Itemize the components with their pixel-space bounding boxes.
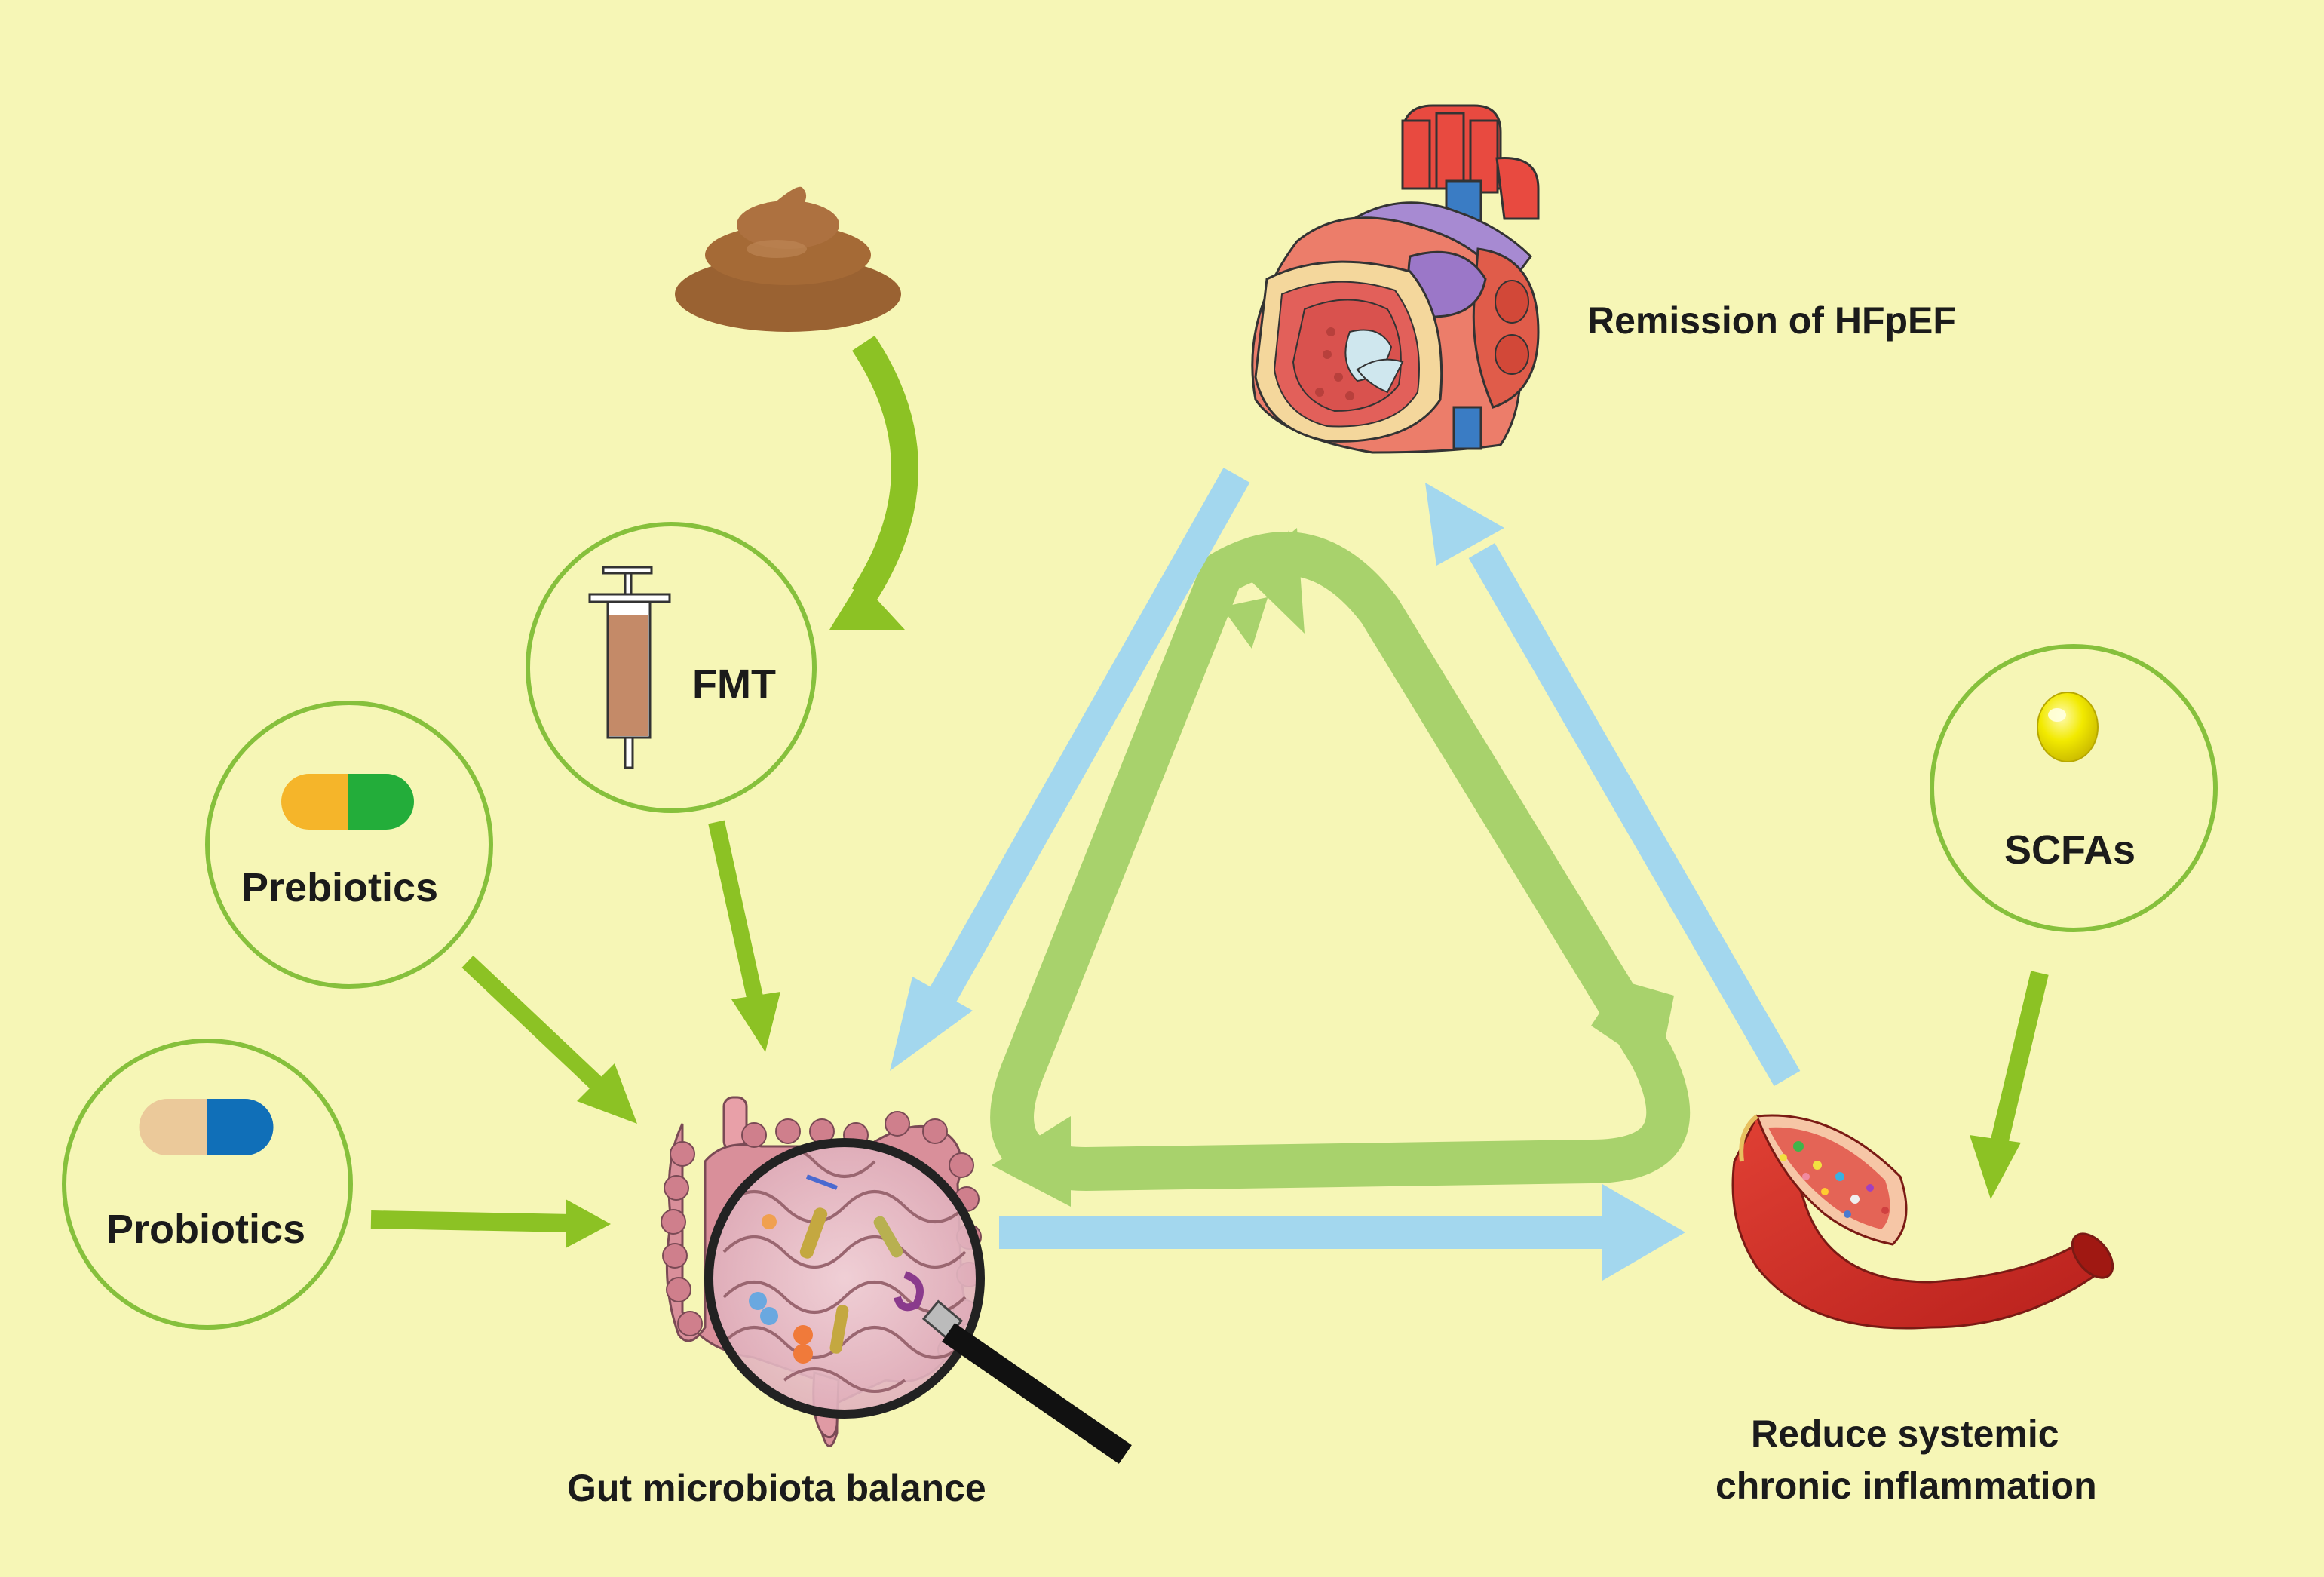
fmt-label: FMT [692, 661, 776, 707]
heart-label: Remission of HFpEF [1587, 299, 1956, 342]
blue-arrow-gut-to-vessel [999, 1184, 1685, 1281]
cycle-arrowhead-right [1591, 980, 1674, 1071]
blood-vessel-icon [1731, 1114, 2114, 1330]
capsule-icon [281, 774, 414, 830]
green-arrow-fmt-to-gut [708, 820, 780, 1052]
magnifier-icon [704, 1138, 1132, 1464]
inflammation-label-line1: Reduce systemic [1751, 1413, 2059, 1455]
poop-icon [675, 186, 901, 332]
fmt-circle [526, 522, 817, 813]
blue-arrow-heart-to-gut [890, 468, 1250, 1071]
inflammation-label-line2: chronic inflammation [1715, 1465, 2097, 1507]
green-arrow-prebiotics-to-gut [461, 956, 637, 1124]
gut-label: Gut microbiota balance [567, 1467, 986, 1509]
syringe-icon [588, 566, 671, 769]
green-arrow-probiotics-to-gut [370, 1199, 611, 1248]
cycle-triangle [990, 528, 1691, 1207]
prebiotics-circle [205, 701, 493, 989]
cycle-arrowhead-bottom [992, 1116, 1071, 1207]
green-arrow-stool-to-fmt [829, 336, 918, 630]
scfas-circle [1930, 644, 2218, 932]
cycle-arrowhead-top [1222, 528, 1289, 649]
heart-icon [1251, 104, 1540, 454]
prebiotics-label: Prebiotics [241, 865, 439, 910]
probiotics-circle [62, 1039, 353, 1330]
probiotics-label: Probiotics [106, 1207, 306, 1252]
blue-arrow-vessel-to-heart [1425, 483, 1801, 1087]
green-arrow-scfas-to-vessel [1970, 971, 2049, 1199]
drop-icon [2037, 692, 2099, 762]
scfas-label: SCFAs [2004, 827, 2136, 873]
capsule-icon [139, 1099, 274, 1155]
